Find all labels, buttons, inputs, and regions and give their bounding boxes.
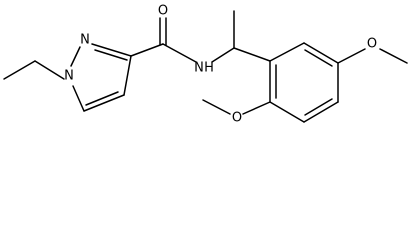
pyrazole-n2-c3-double-bond bbox=[91, 43, 132, 57]
ring-to-carbonyl-bond bbox=[130, 43, 164, 57]
benzene-c1-c2-bond bbox=[269, 42, 305, 62]
carbonyl-oxygen-label: O bbox=[158, 4, 168, 19]
ring-to-methoxy-o-bottom-bond bbox=[242, 101, 271, 115]
benzene-c2-c3-double-bond-inner bbox=[304, 49, 333, 67]
benzene-c5-c6-bond bbox=[269, 101, 305, 123]
ethyl-terminal-bond bbox=[3, 60, 36, 80]
methoxy-oxygen-top-label: O bbox=[367, 37, 377, 52]
ethyl-ch2-bond bbox=[34, 60, 65, 80]
chemical-structure-diagram: N N O N H O O bbox=[3, 4, 408, 126]
benzene-c4-c5-double-bond bbox=[303, 101, 339, 123]
pyrazole-c4-c5-double-bond bbox=[83, 94, 125, 112]
methoxy-oxygen-bottom-label: O bbox=[232, 111, 242, 126]
amide-n-to-ch-bond bbox=[211, 47, 235, 63]
pyrazole-n2-c3-double-bond-inner bbox=[94, 49, 128, 61]
pyrazole-n1-n2-bond bbox=[70, 46, 81, 67]
methoxy-o-bottom-to-methyl-bond bbox=[202, 99, 231, 115]
pyrazole-n2-label: N bbox=[80, 33, 90, 48]
methoxy-o-top-to-methyl-bond bbox=[379, 48, 408, 64]
pyrazole-c5-n1-bond bbox=[72, 85, 85, 112]
ch-to-aryl-bond bbox=[233, 47, 271, 62]
pyrazole-c3-c4-bond bbox=[123, 55, 132, 96]
carbonyl-to-amide-n-bond bbox=[162, 43, 197, 63]
ring-to-methoxy-o-top-bond bbox=[337, 48, 366, 64]
amide-nitrogen-label: N bbox=[194, 61, 204, 76]
bonds bbox=[3, 10, 408, 123]
pyrazole-c4-c5-double-bond-inner bbox=[85, 91, 119, 106]
amide-hydrogen-label: H bbox=[204, 61, 214, 76]
pyrazole-n1-label: N bbox=[64, 69, 74, 84]
benzene-c2-c3-double-bond bbox=[303, 42, 339, 64]
atom-labels: N N O N H O O bbox=[64, 4, 377, 126]
benzene-c4-c5-double-bond-inner bbox=[304, 98, 333, 116]
